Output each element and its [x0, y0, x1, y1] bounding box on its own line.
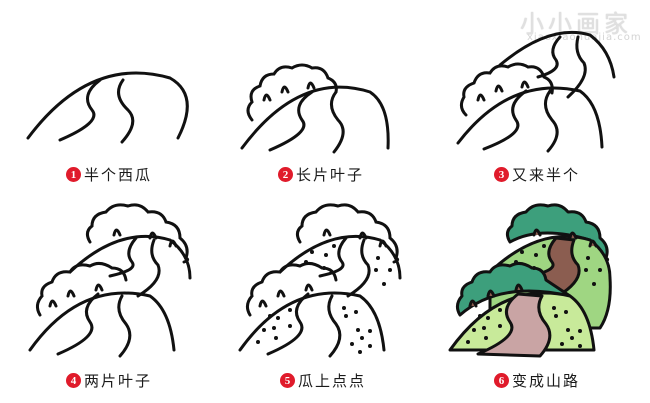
step-number-badge: 6	[494, 373, 509, 388]
step-5-caption: 5 瓜上点点	[280, 370, 366, 391]
step-number-badge: 4	[66, 373, 81, 388]
watermark-site: xiaoxiaohuajia.com	[527, 32, 642, 43]
step-3-drawing	[440, 15, 650, 215]
step-5-drawing	[230, 200, 440, 400]
step-label: 变成山路	[512, 372, 581, 390]
step-3-caption: 3 又来半个	[494, 164, 580, 185]
step-4-caption: 4 两片叶子	[66, 370, 152, 391]
step-4-drawing	[20, 200, 230, 400]
step-label: 长片叶子	[296, 166, 365, 184]
step-1-caption: 1 半个西瓜	[66, 164, 152, 185]
step-label: 两片叶子	[84, 372, 153, 390]
step-2-drawing	[230, 60, 440, 260]
step-number-badge: 2	[278, 167, 293, 182]
step-number-badge: 1	[66, 167, 81, 182]
step-label: 瓜上点点	[298, 372, 367, 390]
step-label: 半个西瓜	[84, 166, 153, 184]
step-6-drawing	[440, 200, 650, 400]
step-number-badge: 3	[494, 167, 509, 182]
step-number-badge: 5	[280, 373, 295, 388]
step-1-drawing	[20, 60, 230, 260]
step-6-caption: 6 变成山路	[494, 370, 580, 391]
step-label: 又来半个	[512, 166, 581, 184]
step-2-caption: 2 长片叶子	[278, 164, 364, 185]
